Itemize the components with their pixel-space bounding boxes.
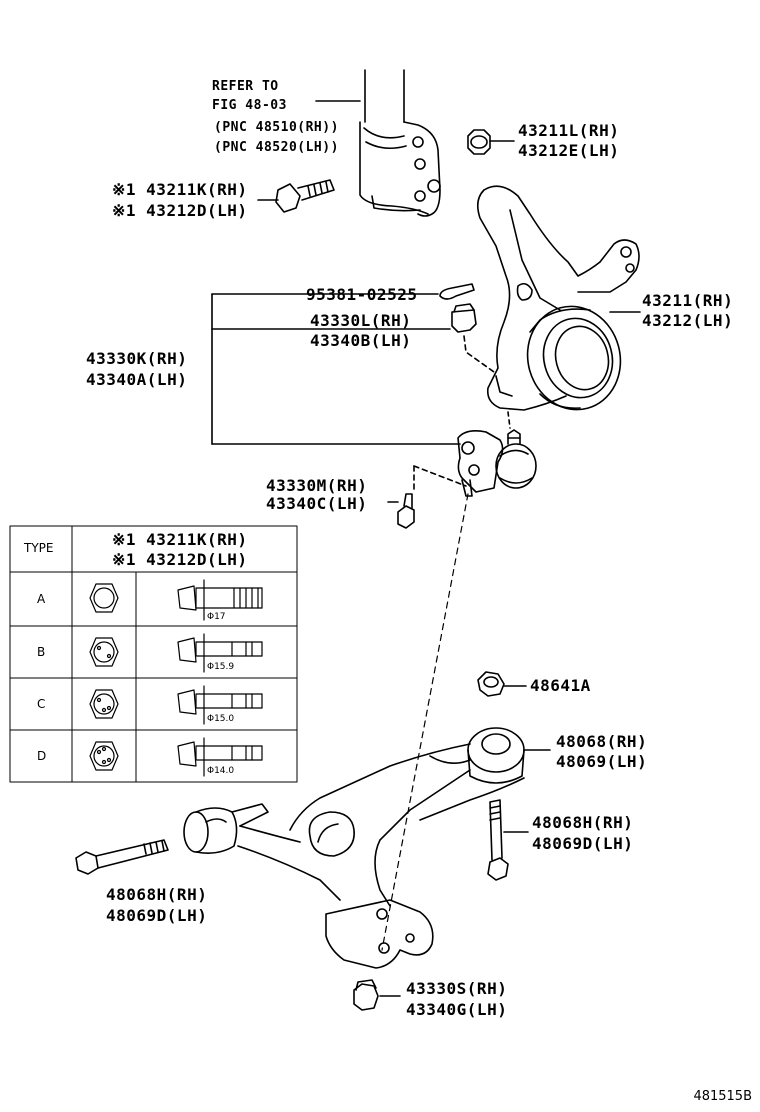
strut-assembly (315, 69, 441, 217)
label-43212: 43212(LH) (642, 311, 734, 330)
label-43212E: 43212E(LH) (518, 141, 620, 160)
table-row-type-d: D (37, 749, 47, 763)
refer-line-4: (PNC 48520(LH)) (214, 140, 339, 155)
table-dim-c: Φ15.0 (207, 714, 235, 724)
refer-line-2: FIG 48-03 (212, 98, 287, 113)
figure-code: 481515B (693, 1089, 752, 1104)
label-48068: 48068(RH) (556, 732, 648, 751)
table-dim-a: Φ17 (207, 612, 226, 622)
nut-43211L (467, 129, 515, 155)
nut-43330S (353, 979, 401, 1011)
label-48069: 48069(LH) (556, 752, 648, 771)
ball-joint (457, 411, 537, 497)
label-43340A: 43340A(LH) (86, 370, 188, 389)
label-48641A: 48641A (530, 676, 591, 695)
nut-43330L (211, 303, 495, 373)
table-row-type-b: B (37, 645, 46, 659)
label-43330L: 43330L(RH) (310, 311, 412, 330)
label-43211: 43211(RH) (642, 291, 734, 310)
label-95381: 95381-02525 (306, 285, 418, 304)
cotter-pin (211, 283, 475, 300)
bolt-43211K (257, 179, 335, 213)
nut-48641A (477, 671, 527, 697)
bolt-48068H-left (75, 839, 169, 875)
type-b-drawings (89, 633, 263, 673)
table-dim-d: Φ14.0 (207, 766, 235, 776)
bracket-43330K (211, 293, 461, 445)
table-header-part-2: ※1 43212D(LH) (112, 550, 248, 569)
bolt-48068H-right (487, 799, 529, 881)
refer-line-3: (PNC 48510(RH)) (214, 120, 339, 135)
steering-knuckle (476, 185, 641, 411)
label-48069D-right: 48069D(LH) (532, 834, 634, 853)
type-table-grid (9, 525, 298, 783)
refer-line-1: REFER TO (212, 79, 279, 94)
bolt-43330M (387, 465, 467, 529)
label-43340G: 43340G(LH) (406, 1000, 508, 1019)
table-header-type: TYPE (24, 541, 54, 555)
type-d-drawings (89, 737, 263, 777)
table-header-part-1: ※1 43211K(RH) (112, 530, 248, 549)
table-row-type-a: A (37, 592, 46, 606)
label-43340B: 43340B(LH) (310, 331, 412, 350)
table-dim-b: Φ15.9 (207, 662, 235, 672)
label-48068H-right: 48068H(RH) (532, 813, 634, 832)
label-43211L: 43211L(RH) (518, 121, 620, 140)
table-row-type-c: C (37, 697, 46, 711)
label-43330S: 43330S(RH) (406, 979, 508, 998)
label-48068H-left: 48068H(RH) (106, 885, 208, 904)
label-48069D-left: 48069D(LH) (106, 906, 208, 925)
label-43330K: 43330K(RH) (86, 349, 188, 368)
lower-control-arm (183, 727, 551, 969)
type-a-drawings (89, 579, 263, 621)
alignment-dashed-line (381, 493, 469, 951)
label-43340C: 43340C(LH) (266, 494, 368, 513)
type-c-drawings (89, 685, 263, 725)
label-43212D: ※1 43212D(LH) (112, 201, 248, 220)
label-43211K: ※1 43211K(RH) (112, 180, 248, 199)
label-43330M: 43330M(RH) (266, 476, 368, 495)
